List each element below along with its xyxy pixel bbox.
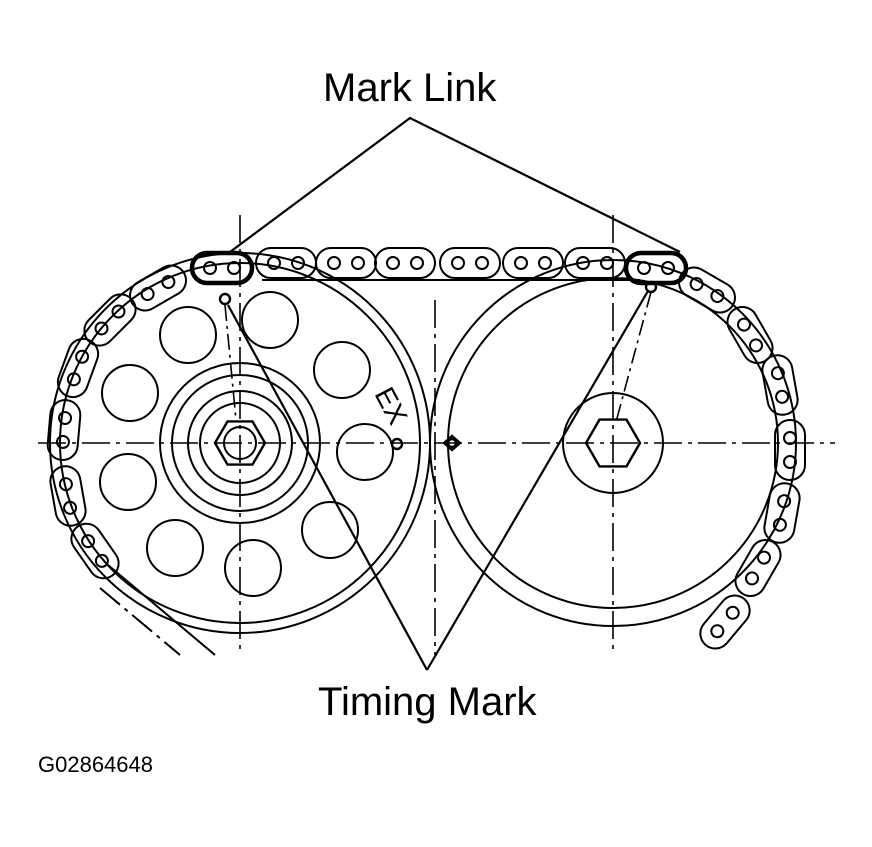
lightening-hole: [301, 501, 359, 559]
lightening-hole: [241, 291, 299, 349]
chain-link: [129, 264, 187, 312]
chain-guide-line: [99, 587, 181, 656]
chain-link: [734, 539, 782, 597]
chain-link: [774, 419, 806, 481]
lightening-hole: [99, 453, 157, 511]
chain-guide-line: [107, 564, 216, 656]
lightening-hole: [336, 423, 394, 481]
figure-id-label: G02864648: [38, 752, 153, 777]
mark-link: [189, 250, 255, 286]
lightening-holes: [99, 291, 394, 597]
lightening-hole: [313, 341, 371, 399]
callout-leaders: [224, 116, 681, 671]
mark-link: [623, 250, 689, 286]
lightening-hole: [101, 364, 159, 422]
chain-link: [83, 293, 137, 347]
chain-link: [49, 465, 87, 527]
chain-link: [70, 522, 120, 580]
chain-link: [502, 247, 564, 279]
chain-link: [439, 247, 501, 279]
timing-mark-label: Timing Mark: [318, 680, 537, 724]
chain-link: [46, 399, 82, 461]
chain-link: [761, 354, 799, 416]
chain-link: [56, 337, 100, 399]
chain-link: [255, 247, 317, 279]
timing-mark-dots: [218, 280, 658, 452]
chain-link: [678, 266, 736, 314]
centerlines: [38, 215, 835, 655]
chain-link: [374, 247, 436, 279]
chain-link: [763, 482, 801, 544]
timing-chain: [46, 247, 806, 650]
mark-link-label: Mark Link: [323, 66, 497, 110]
lightening-hole: [146, 519, 204, 577]
lightening-hole: [224, 539, 282, 597]
chain-link: [699, 594, 751, 650]
chain-link: [564, 247, 626, 279]
lightening-hole: [159, 306, 217, 364]
